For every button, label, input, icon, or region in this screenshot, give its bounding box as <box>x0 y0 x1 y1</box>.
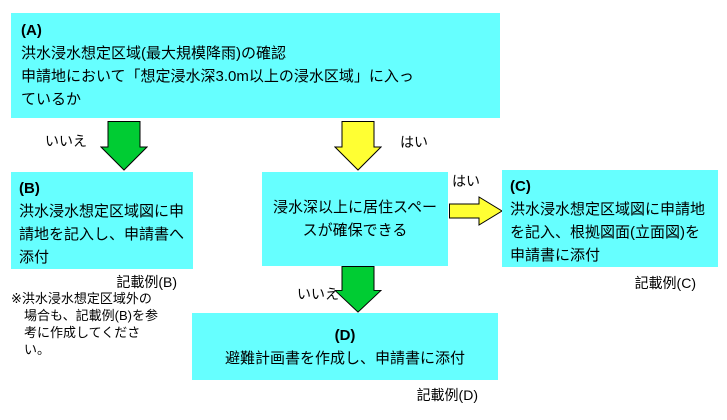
step-c-text: 洪水浸水想定区域図に申請地を記入、根拠図面(立面図)を申請書に添付 <box>510 201 706 264</box>
down-arrow-no-bottom-icon <box>334 266 382 313</box>
branch-label-yes-right: はい <box>452 173 480 189</box>
step-c-id: (C) <box>510 178 531 195</box>
step-a-line3: ているか <box>21 91 82 108</box>
note-outside-zone: ※洪水浸水想定区域外の場合も、記載例(B)を参考に作成してください。 <box>11 291 158 357</box>
step-c-box: (C) 洪水浸水想定区域図に申請地を記入、根拠図面(立面図)を申請書に添付 <box>502 170 718 267</box>
step-b-box: (B) 洪水浸水想定区域図に申請地を記入し、申請書へ添付 <box>11 172 193 269</box>
step-a-line2: 申請地において「想定浸水深3.0m以上の浸水区域」に入っ <box>21 68 414 85</box>
step-a-line1: 洪水浸水想定区域(最大規模降雨)の確認 <box>21 45 286 62</box>
step-a-id: (A) <box>21 22 42 39</box>
step-b-text: 洪水浸水想定区域図に申請地を記入し、申請書へ添付 <box>19 203 185 266</box>
branch-label-no-bottom: いいえ <box>297 286 339 302</box>
down-arrow-yes-icon <box>334 121 382 171</box>
step-mid-box: 浸水深以上に居住スペースが確保できる <box>262 172 448 266</box>
step-mid-text: 浸水深以上に居住スペースが確保できる <box>273 199 437 239</box>
step-d-text: 避難計画書を作成し、申請書に添付 <box>224 349 465 367</box>
step-d-id: (D) <box>334 326 356 344</box>
right-arrow-yes-icon <box>449 196 503 226</box>
example-caption-d: 記載例(D) <box>416 387 478 403</box>
step-b-id: (B) <box>19 180 40 197</box>
step-a-box: (A) 洪水浸水想定区域(最大規模降雨)の確認 申請地において「想定浸水深3.0… <box>11 13 500 118</box>
step-d-box: (D) 避難計画書を作成し、申請書に添付 <box>192 313 498 380</box>
branch-label-yes-center: はい <box>400 134 428 150</box>
branch-label-no-left: いいえ <box>45 133 87 149</box>
down-arrow-no-icon <box>100 121 148 171</box>
example-caption-c: 記載例(C) <box>634 275 696 291</box>
example-caption-b: 記載例(B) <box>116 274 177 290</box>
